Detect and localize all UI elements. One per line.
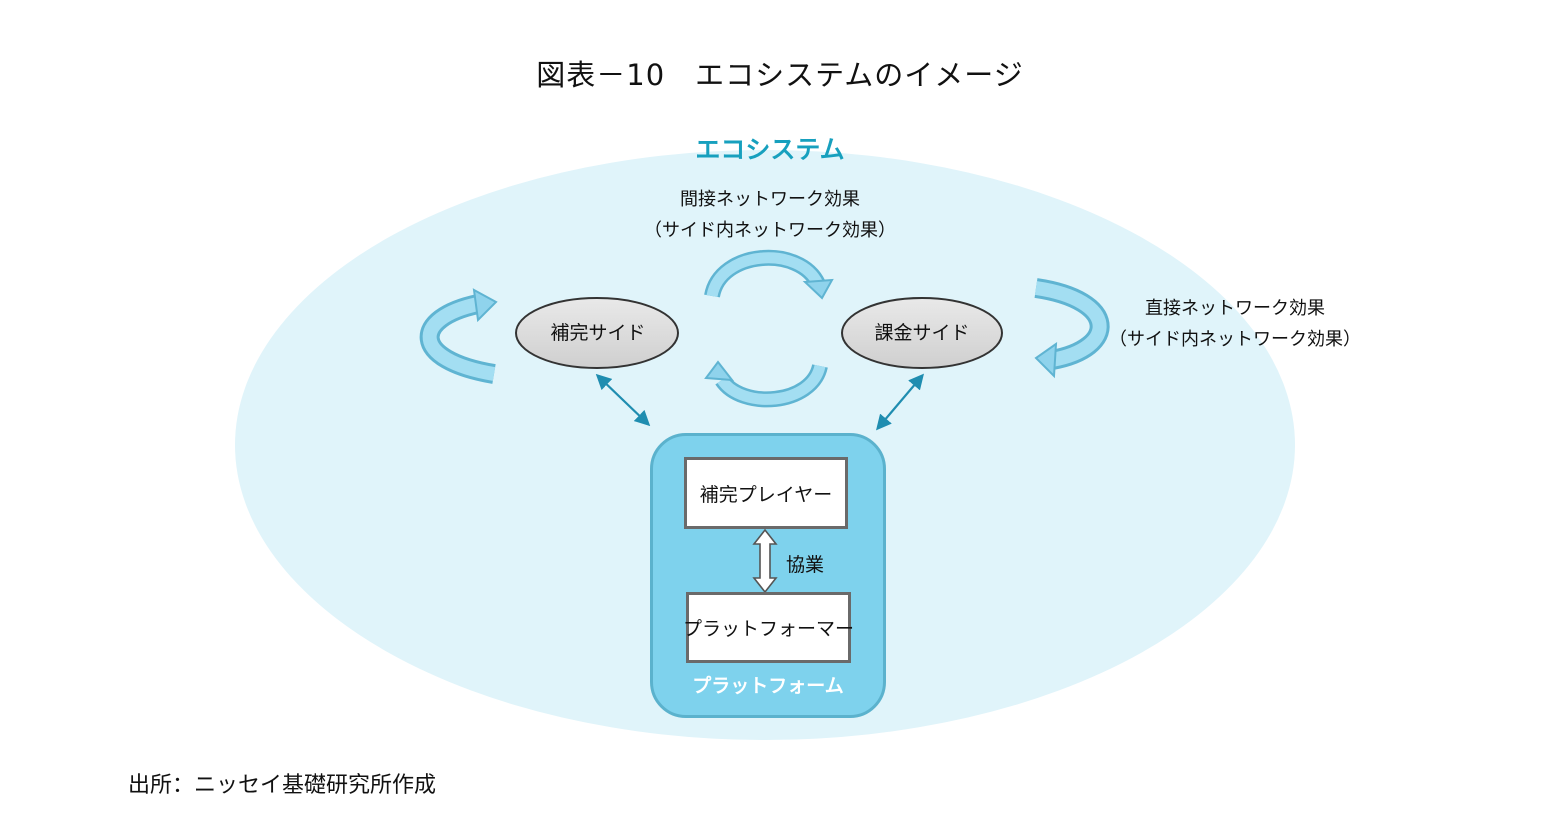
indirect-effect-line2: （サイド内ネットワーク効果） bbox=[644, 220, 896, 241]
complement-side-ellipse bbox=[515, 297, 679, 369]
ecosystem-label: エコシステム bbox=[695, 135, 845, 164]
indirect-effect-arrow-bottom bbox=[704, 360, 828, 408]
complement-side-self-arrow bbox=[419, 288, 498, 384]
complement-player-label: 補完プレイヤー bbox=[699, 483, 833, 506]
source-note: 出所：ニッセイ基礎研究所作成 bbox=[128, 773, 437, 798]
figure-title: 図表－10 エコシステムのイメージ bbox=[536, 58, 1024, 92]
billing-platform-link-arrow bbox=[876, 373, 924, 431]
direct-effect-line1: 直接ネットワーク効果 bbox=[1145, 298, 1325, 319]
indirect-effect-line1: 間接ネットワーク効果 bbox=[680, 189, 860, 210]
complement-side-label: 補完サイド bbox=[550, 322, 646, 344]
platform-label: プラットフォーム bbox=[692, 675, 844, 697]
collaboration-arrow bbox=[752, 528, 778, 594]
complement-player-box: 補完プレイヤー bbox=[684, 457, 848, 529]
collaboration-label: 協業 bbox=[786, 554, 825, 576]
indirect-effect-arrow-top bbox=[704, 249, 834, 300]
platformer-label: プラットフォーマー bbox=[683, 618, 855, 640]
billing-side-self-arrow bbox=[1034, 278, 1110, 379]
complement-platform-link-arrow bbox=[595, 373, 651, 427]
indirect-effect-note: 間接ネットワーク効果 （サイド内ネットワーク効果） bbox=[620, 184, 920, 246]
billing-side-ellipse bbox=[841, 297, 1003, 369]
platformer-box: プラットフォーマー bbox=[683, 592, 855, 663]
billing-side-label: 課金サイド bbox=[874, 322, 970, 344]
direct-effect-note: 直接ネットワーク効果 （サイド内ネットワーク効果） bbox=[1095, 293, 1375, 355]
direct-effect-line2: （サイド内ネットワーク効果） bbox=[1109, 329, 1361, 350]
